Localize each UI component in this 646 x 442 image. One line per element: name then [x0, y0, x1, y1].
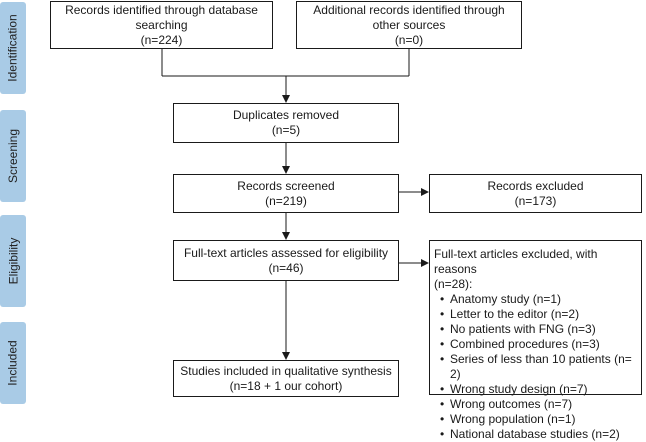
stage-tab-identification: Identification	[0, 2, 26, 94]
exclusion-reason: Letter to the editor (n=2)	[440, 307, 641, 322]
records-identified-line2: searching	[135, 17, 188, 32]
box-fulltext-assessed: Full-text articles assessed for eligibil…	[173, 240, 399, 281]
exclusion-reason: National database studies (n=2)	[440, 427, 641, 442]
fulltext-excluded-title: Full-text articles excluded, with reason…	[434, 247, 598, 276]
exclusion-reason: No patients with FNG (n=3)	[440, 322, 641, 337]
duplicates-count: (n=5)	[271, 123, 301, 137]
box-additional-records: Additional records identified through ot…	[296, 1, 522, 49]
additional-records-count: (n=0)	[394, 32, 424, 47]
additional-records-line2: other sources	[372, 17, 446, 32]
included-label: Studies included in qualitative synthesi…	[180, 363, 392, 378]
stage-tab-included: Included	[0, 322, 26, 404]
screened-count: (n=219)	[265, 193, 307, 208]
fulltext-count: (n=46)	[268, 260, 304, 275]
exclusion-reason: Wrong study design (n=7)	[440, 382, 641, 397]
excluded-count: (n=173)	[514, 193, 557, 208]
exclusion-reason: Wrong outcomes (n=7)	[440, 397, 641, 412]
prisma-flow-diagram: Identification Screening Eligibility Inc…	[0, 0, 646, 407]
connector-lines	[161, 48, 429, 360]
exclusion-reason: Wrong population (n=1)	[440, 412, 641, 427]
stage-tab-screening: Screening	[0, 110, 26, 202]
stage-tab-eligibility: Eligibility	[0, 215, 26, 307]
records-identified-count: (n=224)	[140, 32, 183, 47]
records-identified-line1: Records identified through database	[65, 2, 258, 17]
excluded-label: Records excluded	[487, 178, 584, 193]
additional-records-line1: Additional records identified through	[313, 2, 505, 17]
box-records-screened: Records screened (n=219)	[173, 174, 399, 213]
fulltext-label: Full-text articles assessed for eligibil…	[183, 245, 389, 260]
exclusion-reason: Anatomy study (n=1)	[440, 292, 641, 307]
screened-label: Records screened	[237, 178, 335, 193]
box-duplicates-removed: Duplicates removed (n=5)	[173, 103, 399, 143]
exclusion-reason: Series of less than 10 patients (n= 2)	[440, 352, 641, 382]
exclusion-reason: Combined procedures (n=3)	[440, 337, 641, 352]
included-count: (n=18 + 1 our cohort)	[229, 378, 343, 393]
fulltext-excluded-count: (n=28):	[434, 277, 473, 291]
box-records-identified: Records identified through database sear…	[50, 1, 273, 49]
exclusion-reasons-list: Anatomy study (n=1) Letter to the editor…	[430, 292, 641, 442]
box-records-excluded: Records excluded (n=173)	[429, 174, 642, 213]
duplicates-label: Duplicates removed	[232, 108, 340, 122]
box-fulltext-excluded: Full-text articles excluded, with reason…	[429, 240, 642, 442]
box-studies-included: Studies included in qualitative synthesi…	[173, 360, 399, 397]
